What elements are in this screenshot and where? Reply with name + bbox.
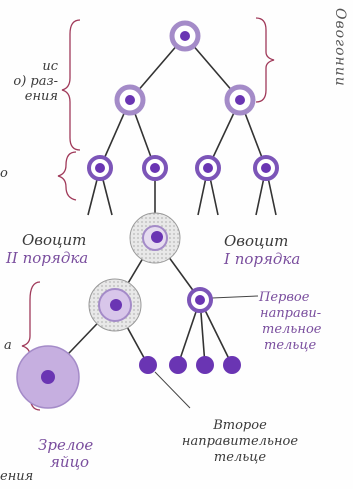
cell-l3-1 <box>87 155 113 181</box>
mature-egg-label-1: Зрелое <box>38 436 94 454</box>
ovogonii-label: Овогонии <box>332 8 348 87</box>
left-low-label: а <box>4 338 12 353</box>
second-polar-label-1: Второе <box>213 418 267 433</box>
oocyte-second-order <box>88 278 142 332</box>
first-polar-label-4: тельце <box>264 338 317 353</box>
cell-l3-4 <box>253 155 279 181</box>
cell-l3-2 <box>142 155 168 181</box>
mature-egg <box>16 345 80 409</box>
polar-body-3 <box>223 356 241 374</box>
oocyte-second-label-2: II порядка <box>6 249 89 267</box>
left-mid-label: о <box>0 166 8 181</box>
polar-body-2 <box>196 356 214 374</box>
left-mid-bracket <box>57 151 77 201</box>
ovogonium-top <box>169 20 201 52</box>
oocyte-first-order <box>129 212 181 264</box>
mature-egg-label-2: яйцо <box>50 453 90 471</box>
second-polar-label-2: направительное <box>181 434 299 449</box>
first-polar-label-2: направи- <box>260 306 322 321</box>
left-top-label-2: о) раз- <box>13 74 58 89</box>
second-polar-body <box>139 356 157 374</box>
oocyte-second-label-1: Овоцит <box>22 231 87 249</box>
cell-l3-3 <box>195 155 221 181</box>
oocyte-first-label-2: I порядка <box>224 250 301 268</box>
leader-lines <box>154 295 259 409</box>
ovogonii-bracket <box>255 17 275 103</box>
first-polar-label-1: Первое <box>259 290 310 305</box>
polar-body-1 <box>169 356 187 374</box>
second-polar-label-3: тельце <box>213 450 267 465</box>
oocyte-first-label-1: Овоцит <box>224 232 289 250</box>
first-polar-body <box>187 287 213 313</box>
ovogonium-left <box>114 84 146 116</box>
left-top-label-1: ис <box>42 59 58 74</box>
first-polar-label-3: тельное <box>262 322 322 337</box>
bottom-left-label: ения <box>0 469 34 484</box>
left-top-bracket <box>61 19 81 151</box>
ovogonium-right <box>224 84 256 116</box>
left-top-label-3: ения <box>24 89 58 104</box>
